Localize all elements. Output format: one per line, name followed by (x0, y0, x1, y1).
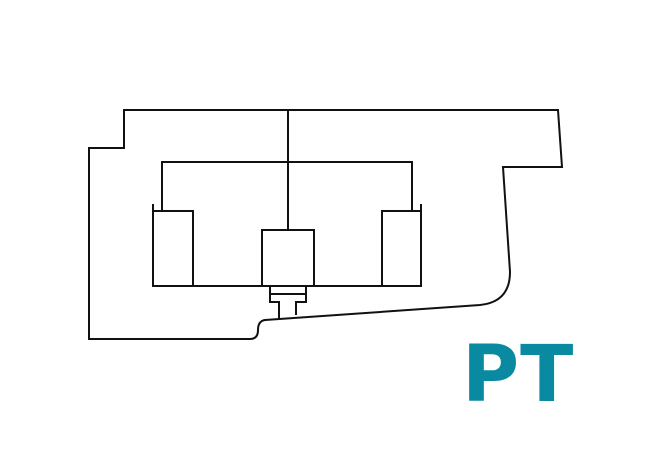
logo-pt: PT (462, 330, 575, 420)
left-block (152, 204, 194, 287)
center-box (261, 229, 315, 287)
right-block (381, 204, 422, 287)
inner-bracket (161, 161, 413, 212)
center-connector (269, 285, 307, 318)
outer-outline (88, 109, 564, 340)
